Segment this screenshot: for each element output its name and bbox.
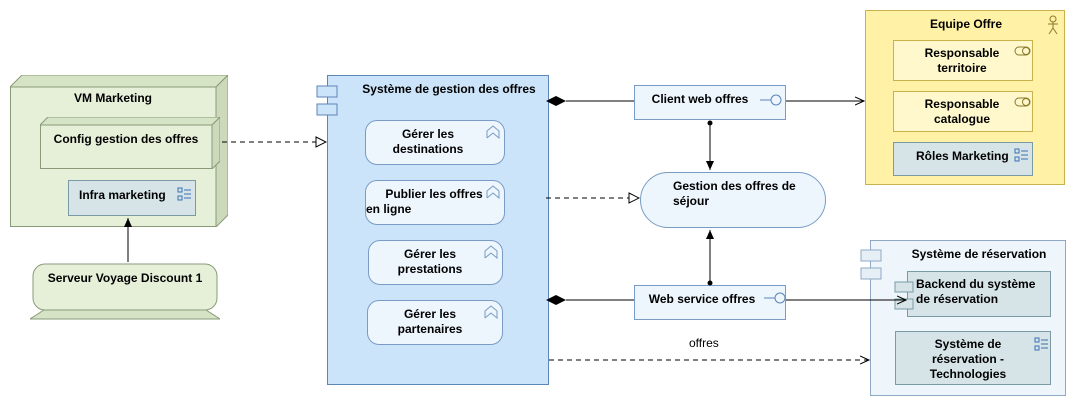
- application-component-icon: [860, 249, 882, 280]
- fn-publier-offres[interactable]: Publier les offres en ligne: [365, 180, 505, 225]
- config-3d-shape: [40, 117, 220, 169]
- web-service-offres[interactable]: Web service offres: [634, 285, 786, 320]
- fn-gerer-partenaires-l1: Gérer les: [403, 307, 457, 321]
- system-software-icon: [1014, 148, 1028, 162]
- edge-composition-diamond: [546, 96, 566, 106]
- backend-reservation[interactable]: Backend du système de réservation: [907, 271, 1051, 317]
- roles-marketing-label: Rôles Marketing: [916, 149, 1009, 163]
- roles-marketing-box[interactable]: Rôles Marketing: [893, 142, 1033, 176]
- resp-territoire-l1: Responsable: [924, 46, 1000, 60]
- backend-l2: de réservation: [916, 292, 999, 306]
- reservation-tech-l2: réservation -: [931, 352, 1005, 366]
- reservation-technologies[interactable]: Système de réservation - Technologies: [895, 331, 1051, 385]
- function-icon: [484, 245, 498, 259]
- config-gestion-node[interactable]: Config gestion des offres: [40, 117, 220, 169]
- systeme-gestion-title: Système de gestion des offres: [362, 82, 536, 96]
- fn-gerer-destinations[interactable]: Gérer les destinations: [365, 120, 505, 165]
- fn-gerer-destinations-l2: destinations: [392, 142, 464, 156]
- serveur-voyage-label: Serveur Voyage Discount 1: [47, 271, 203, 285]
- device-shape: [30, 263, 220, 320]
- web-service-label: Web service offres: [648, 292, 756, 306]
- edge-offres-label: offres: [689, 336, 719, 350]
- serveur-voyage-device[interactable]: Serveur Voyage Discount 1: [30, 262, 220, 320]
- resp-territoire-l2: territoire: [937, 61, 987, 75]
- backend-l1: Backend du système: [916, 277, 1036, 291]
- gestion-offres-sejour[interactable]: Gestion des offres de séjour: [640, 172, 826, 228]
- fn-publier-offres-l1: Publier les offres: [385, 187, 483, 201]
- role-icon: [1014, 46, 1031, 56]
- edge-assignment-dot: [707, 120, 713, 126]
- interface-icon: [764, 292, 786, 304]
- vm-marketing-title: VM Marketing: [73, 91, 152, 105]
- config-gestion-label: Config gestion des offres: [53, 132, 199, 146]
- role-icon: [1014, 97, 1031, 107]
- fn-gerer-prestations-l2: prestations: [397, 262, 463, 276]
- actor-icon: [1048, 15, 1058, 35]
- fn-publier-offres-l2: en ligne: [366, 202, 412, 216]
- reservation-tech-l3: Technologies: [929, 367, 1007, 381]
- system-software-icon: [1034, 337, 1048, 351]
- infra-marketing-label: Infra marketing: [79, 188, 166, 202]
- fn-gerer-destinations-l1: Gérer les: [401, 127, 455, 141]
- interface-icon: [760, 94, 782, 106]
- infra-marketing-box[interactable]: Infra marketing: [68, 180, 196, 216]
- function-icon: [484, 305, 498, 319]
- gestion-offres-l2: séjour: [673, 194, 710, 208]
- role-responsable-catalogue[interactable]: Responsable catalogue: [893, 91, 1033, 132]
- systeme-reservation-title: Système de réservation: [911, 247, 1047, 261]
- resp-catalogue-l1: Responsable: [924, 97, 1000, 111]
- function-icon: [486, 185, 500, 199]
- function-icon: [486, 125, 500, 139]
- fn-gerer-prestations[interactable]: Gérer les prestations: [368, 240, 503, 285]
- system-software-icon: [177, 187, 191, 201]
- fn-gerer-prestations-l1: Gérer les: [403, 247, 457, 261]
- application-component-icon: [316, 85, 338, 116]
- equipe-offre-title: Equipe Offre: [929, 17, 1002, 31]
- reservation-tech-l1: Système de: [934, 337, 1002, 351]
- edge-composition-diamond: [546, 295, 566, 305]
- fn-gerer-partenaires-l2: partenaires: [397, 322, 463, 336]
- client-web-offres[interactable]: Client web offres: [634, 85, 786, 120]
- fn-gerer-partenaires[interactable]: Gérer les partenaires: [367, 300, 503, 345]
- role-responsable-territoire[interactable]: Responsable territoire: [893, 40, 1033, 81]
- gestion-offres-l1: Gestion des offres de: [673, 179, 796, 193]
- client-web-label: Client web offres: [651, 92, 749, 106]
- resp-catalogue-l2: catalogue: [933, 112, 990, 126]
- component-icon: [894, 281, 914, 310]
